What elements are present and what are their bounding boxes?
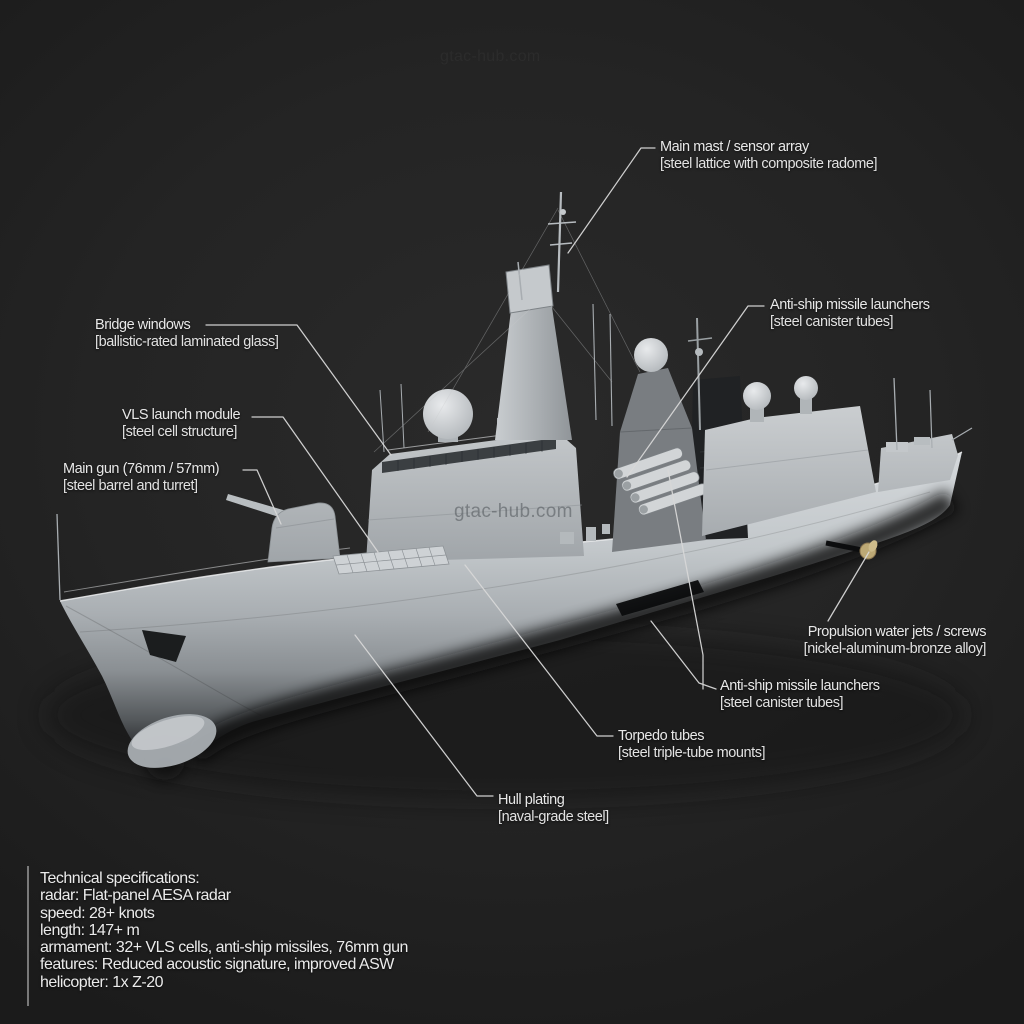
callout-detail: [steel canister tubes] [720,695,844,711]
leader-line-torpedo [464,564,614,737]
spec-line-helicopter: helicopter: 1x Z-20 [40,973,164,991]
aft-radome-1 [743,382,771,410]
callout-detail: [steel cell structure] [122,424,238,440]
jackstaff [56,513,61,601]
callout-title: Hull plating [498,792,565,808]
rigging [373,207,641,453]
leader-line-anti-ship-top [626,305,765,478]
leader-line-vls [251,416,379,553]
specs-title: Technical specifications: [40,870,200,887]
anchor-recess [142,630,186,662]
main-mast [495,191,577,440]
leader-line-bridge-windows [205,324,392,456]
propeller [825,540,878,560]
callout-title: Torpedo tubes [618,728,705,744]
leader-line-anti-ship-bottom-b [667,469,704,690]
callout-torpedo-tubes: Torpedo tubes [steel triple-tube mounts] [618,728,766,762]
callout-vls: VLS launch module [steel cell structure] [122,407,241,441]
callout-title: Anti-ship missile launchers [720,678,880,694]
vls-grid [332,545,450,575]
callout-detail: [steel barrel and turret] [63,478,198,494]
callout-detail: [nickel-aluminum-bronze alloy] [803,641,987,657]
spec-line-radar: radar: Flat-panel AESA radar [40,887,231,905]
leader-line-main-gun [242,469,282,525]
leader-line-propulsion [827,551,870,622]
callout-anti-ship-bottom: Anti-ship missile launchers [steel canis… [720,678,880,712]
callout-main-mast: Main mast / sensor array [steel lattice … [660,139,878,173]
forward-radome [423,389,473,442]
watermark-center: gtac-hub.com [454,501,573,522]
callout-hull-plating: Hull plating [naval-grade steel] [498,792,609,826]
topmast [556,191,563,293]
main-gun-turret [226,494,341,563]
callout-bridge-windows: Bridge windows [ballistic-rated laminate… [95,317,279,351]
callout-detail: [ballistic-rated laminated glass] [95,334,279,350]
callout-detail: [steel triple-tube mounts] [618,745,766,761]
watermark-top: gtac-hub.com [440,48,541,65]
callout-title: Propulsion water jets / screws [807,624,987,640]
stern-deckhouse [878,377,973,492]
spec-line-features: features: Reduced acoustic signature, im… [40,956,394,974]
callout-title: VLS launch module [122,407,241,423]
leader-line-main-mast [567,147,656,254]
spec-line-armament: armament: 32+ VLS cells, anti-ship missi… [40,939,408,957]
leader-line-anti-ship-bottom-a [650,620,717,690]
callout-title: Main gun (76mm / 57mm) [63,461,220,477]
aft-mast-pole [696,317,701,431]
mid-radome [634,338,668,372]
callout-detail: [naval-grade steel] [498,809,609,825]
callout-detail: [steel canister tubes] [770,314,894,330]
stabilizer-fin [616,580,704,616]
callout-main-gun: Main gun (76mm / 57mm) [steel barrel and… [63,461,220,495]
bridge-superstructure [366,418,584,562]
callout-title: Anti-ship missile launchers [770,297,930,313]
callout-anti-ship-top: Anti-ship missile launchers [steel canis… [770,297,930,331]
callout-title: Bridge windows [95,317,191,333]
radar-panel [505,264,554,314]
technical-specifications: Technical specifications: radar: Flat-pa… [40,870,408,991]
spec-line-length: length: 147+ m [40,921,140,939]
bridge-windows [382,438,556,473]
spec-line-speed: speed: 28+ knots [40,904,155,922]
specs-divider [27,866,29,1006]
callout-detail: [steel lattice with composite radome] [660,156,878,172]
aft-superstructure [687,317,876,536]
leader-line-hull [354,634,494,797]
gun-barrel [226,494,290,520]
aft-radome-2 [794,376,818,400]
callout-propulsion: Propulsion water jets / screws [nickel-a… [803,624,987,658]
hull-shadow-band [186,489,959,764]
callout-title: Main mast / sensor array [660,139,809,155]
deck-equipment [56,303,613,601]
